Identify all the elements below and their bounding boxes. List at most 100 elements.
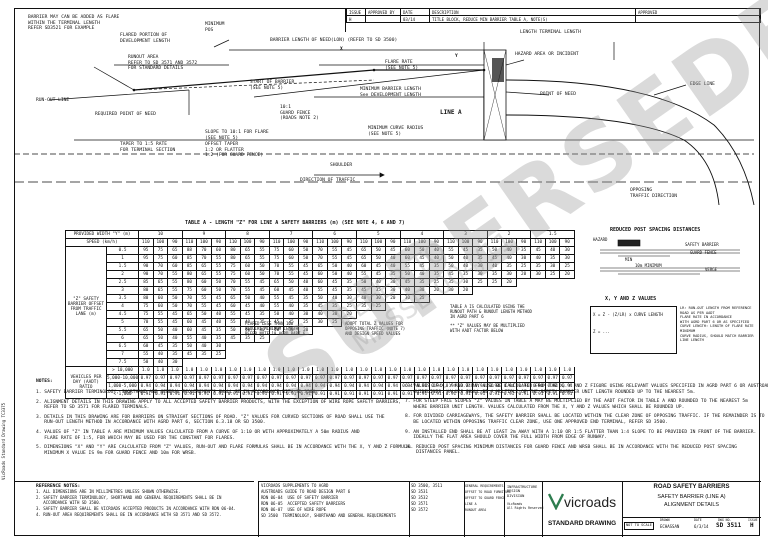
table-aadt-factor: 1.0 — [196, 366, 212, 375]
table-a-title: TABLE A - LENGTH "Z" FOR LINE A SAFETY B… — [185, 220, 405, 226]
table-cell: 60 — [210, 246, 227, 255]
table-cell-empty — [415, 359, 430, 367]
table-cell: 30 — [443, 286, 459, 295]
table-cell: 45 — [414, 254, 430, 263]
table-cell: 20 — [428, 286, 445, 295]
table-cell: 35 — [530, 262, 546, 271]
table-cell: 35 — [515, 246, 532, 255]
table-cell: 65 — [181, 310, 198, 319]
table-aadt-factor: 1.0 — [254, 366, 270, 375]
table-cell-empty — [313, 359, 328, 367]
note-9: 9. AN INSTALLED END SHALL BE AT LEAST 2m… — [405, 429, 757, 441]
table-aadt-factor: 1.0 — [530, 366, 546, 375]
table-cell: 40 — [486, 262, 503, 271]
table-cell-empty — [560, 343, 575, 351]
table-aadt-factor: 1.0 — [268, 366, 285, 375]
table-cell: 40 — [254, 302, 270, 311]
table-cell: 25 — [326, 318, 343, 327]
table-cell-empty — [226, 351, 241, 359]
table-cell: 70 — [196, 246, 212, 255]
table-cell: 45 — [385, 246, 401, 255]
rev-header-description: DESCRIPTION — [429, 8, 636, 16]
table-cell-empty — [400, 359, 415, 367]
ref-sd-5: SD 3572 — [411, 507, 428, 512]
reference-note-1: 1. ALL DIMENSIONS ARE IN MILLIMETRES UNL… — [36, 489, 181, 494]
table-cell-empty — [415, 303, 430, 311]
table-cell: 50 — [254, 262, 270, 271]
table-cell-empty — [269, 359, 284, 367]
table-cell-empty — [531, 327, 546, 335]
table-cell: 25 — [341, 302, 357, 311]
table-offset-side-label: "Z" SAFETY BARRIER OFFSET FROM TRAFFIC L… — [65, 246, 107, 367]
table-cell: 30 — [501, 270, 517, 279]
table-cell: 75 — [152, 246, 169, 255]
xyz-formula-2: Z = ... — [593, 329, 610, 334]
rev-header-issue: ISSUE — [346, 8, 366, 16]
ref-sd-2: SD 3531 — [411, 489, 428, 494]
table-cell: 20 — [297, 326, 314, 335]
table-cell: 35 — [210, 326, 227, 335]
table-cell: 45 — [167, 310, 183, 319]
side-reference: VicRoads Standard Drawing TC3375 — [1, 402, 6, 480]
table-aadt-factor: 0.91 — [370, 390, 387, 399]
table-cell: 95 — [138, 246, 154, 255]
table-cell: 50 — [399, 270, 416, 279]
minimum-pos-label: MINIMUM POS — [205, 22, 225, 33]
table-speed-header: 90 — [515, 238, 532, 247]
table-cell: 60 — [399, 246, 416, 255]
note-4: 4. VALUES OF "Z" IN TABLE A ARE MINIMUM … — [36, 429, 360, 441]
table-cell: 55 — [181, 334, 198, 343]
table-cell: 55 — [239, 278, 256, 287]
opposing-curve — [505, 79, 755, 205]
table-cell: 55 — [268, 294, 285, 303]
table-cell: 30 — [559, 246, 575, 255]
table-cell: 35 — [341, 286, 357, 295]
table-cell: 60 — [312, 278, 328, 287]
table-cell: 70 — [152, 262, 169, 271]
vicroads-logo-text: vicroads — [564, 494, 617, 510]
rev-date: 03/14 — [400, 15, 430, 23]
table-cell: 75 — [225, 270, 241, 279]
top-left-note: BARRIER MAY CAN BE ADDED AS FLARE WITHIN… — [28, 15, 120, 32]
ref-doc-4: RDN 06-05 ACCEPTED SAFETY BARRIERS — [261, 501, 346, 506]
table-aadt-factor: 0.97 — [370, 374, 387, 383]
ref-sd-4: SD 3571 — [411, 501, 428, 506]
table-cell-empty — [313, 327, 328, 335]
table-cell: 65 — [225, 294, 241, 303]
table-aadt-factor: 0.97 — [254, 374, 270, 383]
rp-guard-fence: GUARD FENCE — [690, 250, 717, 255]
table-cell: 35 — [457, 270, 474, 279]
table-cell-empty — [327, 327, 342, 335]
table-cell: 30 — [210, 342, 227, 351]
table-cell: 55 — [196, 294, 212, 303]
table-cell: 40 — [283, 310, 299, 319]
table-cell-empty — [415, 343, 430, 351]
table-cell: 35 — [544, 254, 561, 263]
table-width-header: 10 — [138, 230, 183, 239]
standard-drawing-label: STANDARD DRAWING — [548, 520, 617, 527]
rev-header-approved: APPROVED — [635, 8, 761, 16]
note-2: 2. ALIGNMENT DETAILS IN THIS DRAWING APP… — [36, 399, 402, 411]
table-cell: 65 — [152, 286, 169, 295]
table-cell: 65 — [356, 254, 372, 263]
ref-title-5: RUNOUT AREA — [465, 508, 487, 512]
point-of-need-label: POINT OF NEED — [540, 92, 576, 97]
table-cell-empty — [560, 279, 575, 287]
table-vehicle-row: < 1,000 — [105, 390, 140, 399]
xyz-legend: LR: RUN-OUT LENGTH FROM REFERENCE ROAD A… — [680, 306, 754, 343]
table-offset: 3.5 — [105, 294, 140, 303]
table-cell: 55 — [210, 254, 227, 263]
table-cell-empty — [240, 343, 255, 351]
table-speed-header: 90 — [559, 238, 575, 247]
table-cell: 35 — [370, 286, 387, 295]
table-aadt-factor: 1.0 — [428, 366, 445, 375]
table-cell: 40 — [297, 286, 314, 295]
table-cell-empty — [560, 311, 575, 319]
table-cell-empty — [531, 319, 546, 327]
table-cell-empty — [545, 359, 560, 367]
table-cell: 40 — [210, 310, 227, 319]
table-cell-empty — [545, 311, 560, 319]
table-cell: 75 — [181, 286, 198, 295]
table-aadt-factor: 1.0 — [167, 366, 183, 375]
